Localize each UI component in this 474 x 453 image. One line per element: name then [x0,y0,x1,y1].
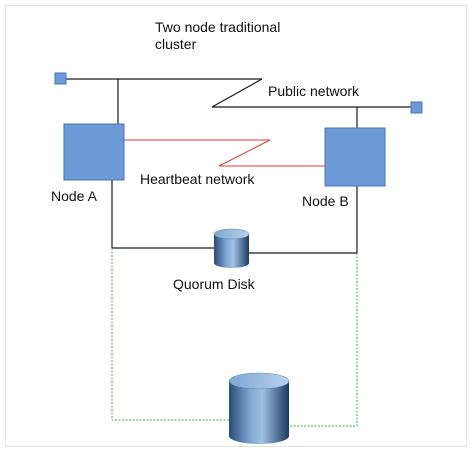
node-b-storage-link [289,253,358,427]
quorum-links [111,180,358,254]
public-network [54,72,423,128]
quorum-disk-label: Quorum Disk [173,276,255,292]
public-endpoint-left [54,72,67,85]
public-endpoint-right [410,101,423,114]
quorum-disk-icon [213,228,250,268]
node-a-storage-link [111,248,229,421]
heartbeat-zigzag [218,139,271,167]
node-a-label: Node A [51,188,97,204]
heartbeat-network [124,139,325,167]
node-b-box [324,127,386,187]
diagram-title: Two node traditional cluster [155,19,281,52]
public-network-label: Public network [268,83,360,99]
node-a-box [63,123,125,181]
public-network-zigzag [211,78,263,108]
heartbeat-network-label: Heartbeat network [140,171,255,187]
node-b-label: Node B [302,193,349,209]
storage-links [111,248,358,427]
shared-storage-disk-icon [228,372,290,444]
